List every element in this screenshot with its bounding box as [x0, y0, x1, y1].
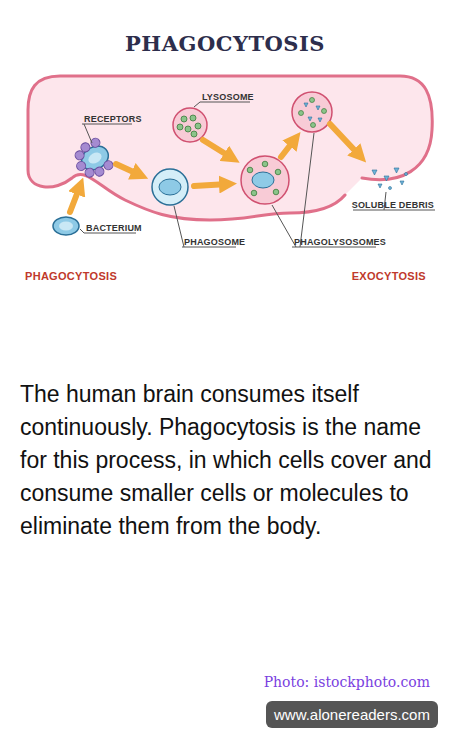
digesting-phagolysosome [292, 92, 332, 132]
bacterium [53, 217, 79, 235]
process-name: PHAGOCYTOSIS [25, 270, 117, 282]
part-label: LYSOSOME [202, 92, 254, 102]
leader-lines [80, 102, 435, 247]
body-text: The human brain consumes itself continuo… [20, 378, 432, 543]
watermark-text: www.alonereaders.com [274, 706, 430, 723]
cell-membrane [28, 76, 432, 220]
lysosome [173, 108, 207, 142]
title: PHAGOCYTOSIS [0, 31, 450, 56]
part-label: PHAGOSOME [184, 237, 245, 247]
part-label: SOLUBLE DEBRIS [352, 200, 434, 210]
process-name: EXOCYTOSIS [352, 270, 426, 282]
phagolysosome [241, 156, 289, 204]
process-arrows [70, 124, 360, 212]
phagosome [152, 169, 188, 205]
watermark-box: www.alonereaders.com [266, 701, 438, 728]
soluble-debris [372, 168, 408, 190]
photo-credit: Photo: istockphoto.com [264, 674, 430, 690]
cell-fill [28, 76, 432, 220]
part-label: BACTERIUM [86, 223, 142, 233]
part-label: PHAGOLYSOSOMES [294, 237, 386, 247]
part-label: RECEPTORS [84, 114, 142, 124]
